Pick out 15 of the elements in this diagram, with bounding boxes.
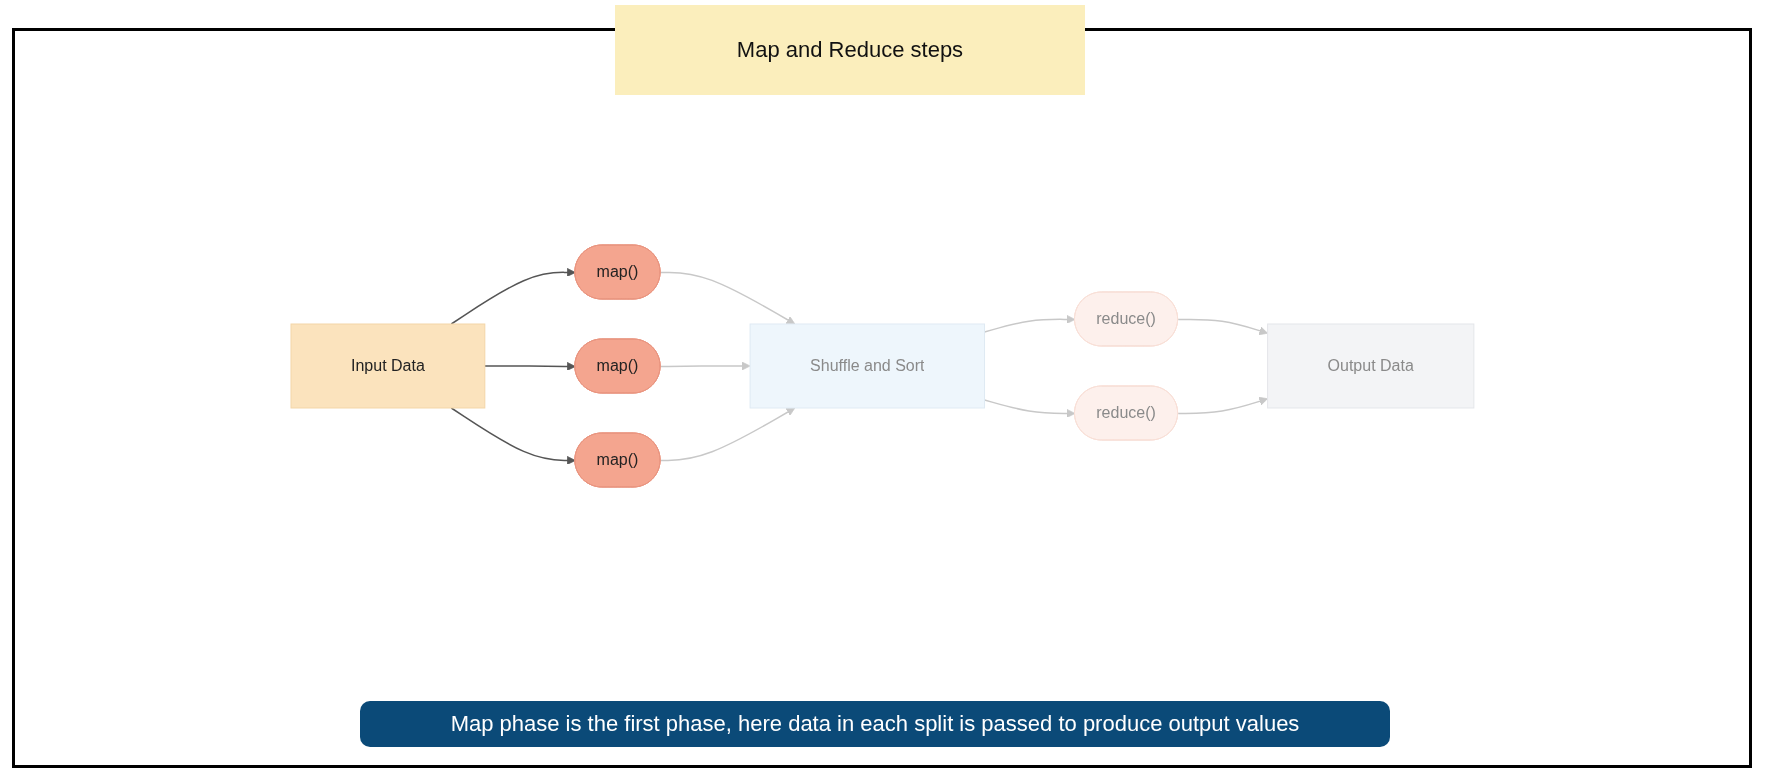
node-box [290,323,485,409]
arrow [983,315,1075,333]
arrow [1176,318,1268,336]
arrow [1176,396,1268,415]
arrow [659,361,751,371]
title: Map and Reduce steps [615,5,1085,95]
arrow [983,399,1075,418]
arrow [483,362,576,371]
caption: Map phase is the first phase, here data in each split is passed to produce output values [360,701,1390,747]
arrow [450,407,576,465]
node-box [749,323,985,409]
arrow [450,268,576,325]
node-box [1266,323,1474,409]
arrow [659,407,795,462]
arrow [659,271,795,325]
